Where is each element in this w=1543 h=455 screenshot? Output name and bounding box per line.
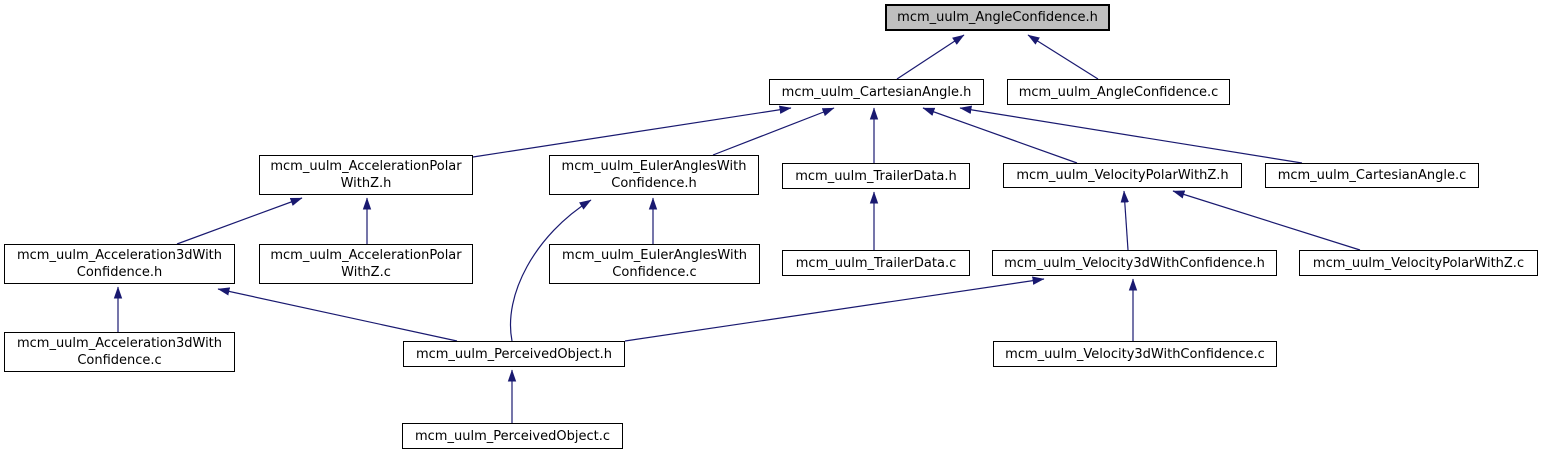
graph-node-acceleration_polar_withz_c[interactable]: mcm_uulm_AccelerationPolar WithZ.c (259, 244, 473, 284)
edge-euler_angles_with_confidence_h-to-cartesian_angle_h (712, 107, 835, 156)
edge-velocity_polar_withz_h-to-cartesian_angle_h (922, 107, 1078, 164)
graph-node-velocity3d_with_confidence_c[interactable]: mcm_uulm_Velocity3dWithConfidence.c (993, 341, 1277, 367)
graph-node-perceived_object_h[interactable]: mcm_uulm_PerceivedObject.h (403, 341, 625, 367)
edge-cartesian_angle_h-to-angle_confidence_h (896, 34, 965, 80)
graph-node-angle_confidence_c[interactable]: mcm_uulm_AngleConfidence.c (1007, 79, 1230, 105)
edge-velocity_polar_withz_c-to-velocity_polar_withz_h (1172, 190, 1361, 251)
edge-cartesian_angle_c-to-cartesian_angle_h (959, 105, 1303, 164)
graph-node-cartesian_angle_c[interactable]: mcm_uulm_CartesianAngle.c (1265, 163, 1479, 188)
graph-node-cartesian_angle_h[interactable]: mcm_uulm_CartesianAngle.h (769, 79, 984, 105)
graph-node-velocity3d_with_confidence_h[interactable]: mcm_uulm_Velocity3dWithConfidence.h (992, 250, 1277, 276)
graph-node-perceived_object_c[interactable]: mcm_uulm_PerceivedObject.c (402, 423, 623, 449)
graph-node-trailer_data_h[interactable]: mcm_uulm_TrailerData.h (782, 163, 970, 189)
graph-node-angle_confidence_h: mcm_uulm_AngleConfidence.h (885, 4, 1110, 31)
edge-perceived_object_h-to-velocity3d_with_confidence_h (624, 276, 1045, 342)
edge-velocity3d_with_confidence_h-to-velocity_polar_withz_h (1120, 190, 1129, 251)
graph-node-velocity_polar_withz_h[interactable]: mcm_uulm_VelocityPolarWithZ.h (1003, 163, 1242, 188)
edge-perceived_object_h-to-acceleration3d_with_confidence_h (217, 287, 458, 342)
edge-acceleration_polar_withz_h-to-cartesian_angle_h (472, 105, 792, 158)
graph-node-acceleration_polar_withz_h[interactable]: mcm_uulm_AccelerationPolar WithZ.h (259, 155, 473, 195)
edge-angle_confidence_c-to-angle_confidence_h (1027, 34, 1099, 80)
graph-node-acceleration3d_with_confidence_c[interactable]: mcm_uulm_Acceleration3dWith Confidence.c (4, 332, 235, 372)
graph-node-trailer_data_c[interactable]: mcm_uulm_TrailerData.c (782, 250, 970, 276)
graph-node-euler_angles_with_confidence_h[interactable]: mcm_uulm_EulerAnglesWith Confidence.h (549, 155, 759, 195)
graph-node-acceleration3d_with_confidence_h[interactable]: mcm_uulm_Acceleration3dWith Confidence.h (4, 244, 235, 284)
edge-acceleration3d_with_confidence_h-to-acceleration_polar_withz_h (176, 197, 303, 245)
graph-node-euler_angles_with_confidence_c[interactable]: mcm_uulm_EulerAnglesWith Confidence.c (549, 244, 760, 284)
graph-node-velocity_polar_withz_c[interactable]: mcm_uulm_VelocityPolarWithZ.c (1299, 250, 1538, 276)
